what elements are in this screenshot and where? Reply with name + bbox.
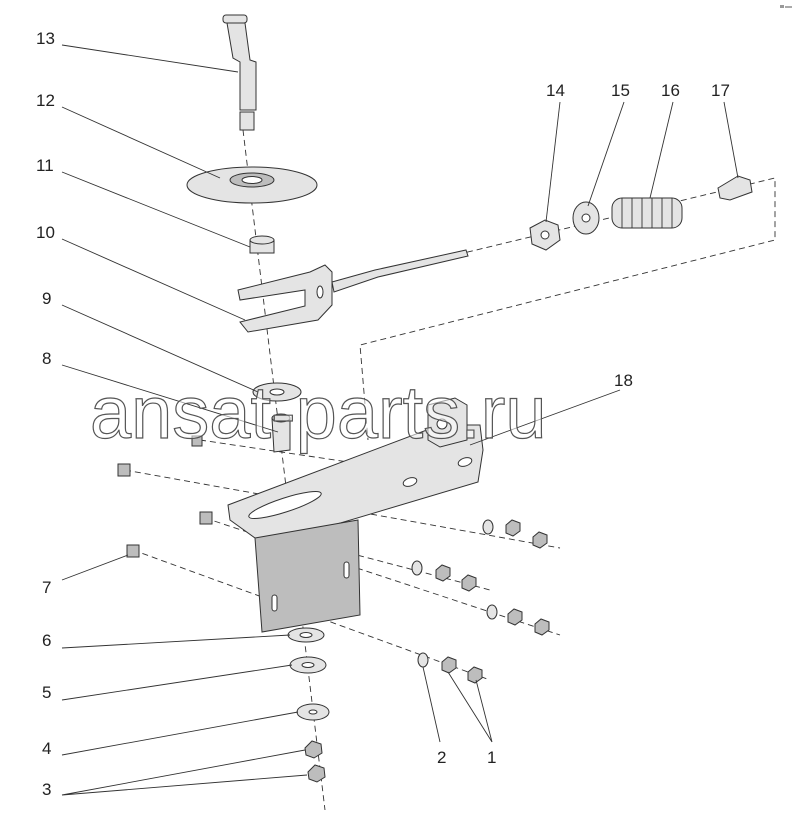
callout-14: 14: [546, 81, 565, 100]
callout-9: 9: [42, 289, 51, 308]
callout-16: 16: [661, 81, 680, 100]
callout-5: 5: [42, 683, 51, 702]
part-14-nut: [529, 219, 561, 251]
callout-1: 1: [487, 748, 496, 767]
nut-washer-rows: [411, 519, 550, 684]
part-18-bracket: [227, 397, 484, 633]
part-16-spring: [611, 197, 683, 229]
part-12-knob: [186, 166, 318, 204]
part-17-fitting: [717, 175, 753, 201]
watermark: ansat-parts.ru: [90, 371, 547, 454]
callout-10: 10: [36, 223, 55, 242]
corner-mark: [780, 5, 792, 8]
callout-7: 7: [42, 578, 51, 597]
leader-lines: [61, 44, 739, 796]
part-13-pin: [222, 14, 257, 131]
part-9-washer: [252, 382, 302, 402]
callout-11: 11: [36, 156, 54, 175]
part-11-bushing: [249, 235, 275, 254]
screws: [117, 435, 213, 558]
callout-17: 17: [711, 81, 730, 100]
part-10-fork-rod: [237, 249, 469, 333]
callout-6: 6: [42, 631, 51, 650]
callout-18: 18: [614, 371, 633, 390]
callout-4: 4: [42, 739, 51, 758]
bottom-stack: [287, 627, 330, 783]
callout-8: 8: [42, 349, 51, 368]
callout-15: 15: [611, 81, 630, 100]
part-15-washer: [572, 201, 600, 235]
callout-labels: 13 12 11 10 9 8 7 6 5 4 3 2 1 14 15 16 1…: [36, 29, 730, 799]
callout-13: 13: [36, 29, 55, 48]
callout-12: 12: [36, 91, 55, 110]
part-8-spacer: [271, 413, 291, 453]
callout-3: 3: [42, 780, 51, 799]
callout-2: 2: [437, 748, 446, 767]
